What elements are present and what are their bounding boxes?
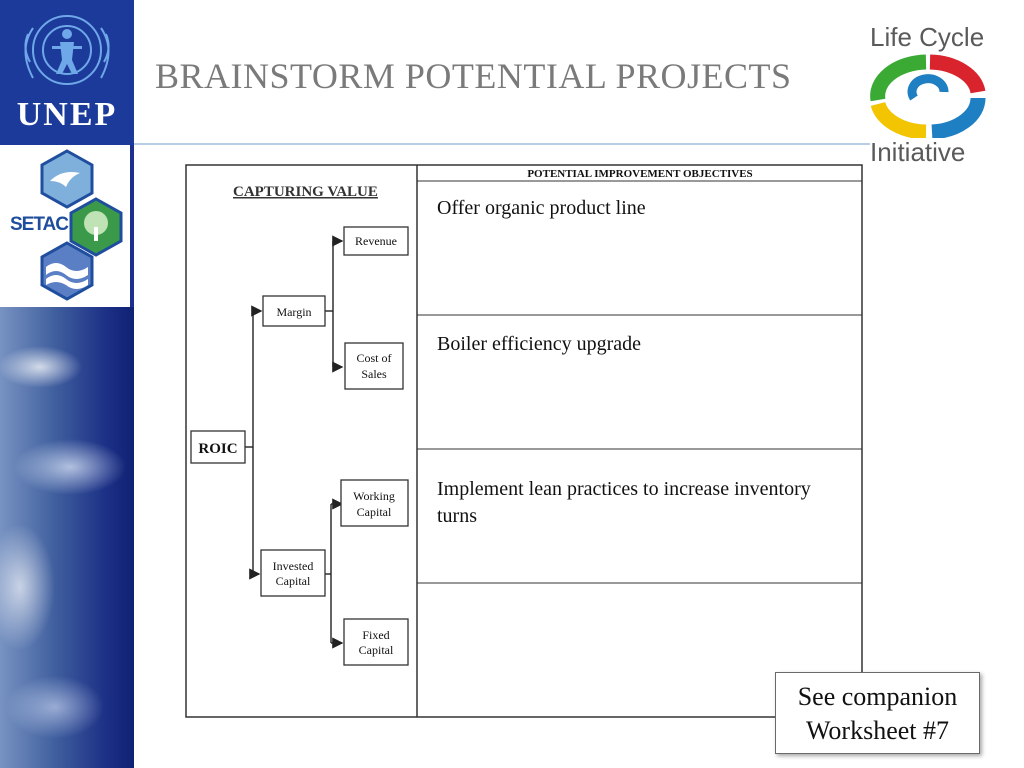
cost-of-sales-node (344, 342, 404, 390)
margin-node (262, 295, 326, 327)
worksheet-callout: See companion Worksheet #7 (775, 672, 980, 754)
invested-capital-label-1: Invested (273, 559, 314, 573)
cost-of-sales-label-2: Sales (361, 367, 387, 381)
earth-image (0, 307, 134, 768)
fixed-capital-label-2: Capital (359, 643, 394, 657)
margin-label: Margin (276, 305, 311, 319)
page-title: BRAINSTORM POTENTIAL PROJECTS (155, 56, 792, 96)
roic-label: ROIC (198, 441, 237, 457)
table-header: POTENTIAL IMPROVEMENT OBJECTIVES (527, 168, 752, 180)
objective-3: Implement lean practices to increase inv… (437, 478, 811, 527)
lci-wordmark-top: Life Cycle (870, 22, 985, 52)
working-capital-label-1: Working (353, 489, 395, 503)
working-capital-node (340, 479, 409, 527)
diagram-frame (185, 164, 863, 718)
roic-diagram: POTENTIAL IMPROVEMENT OBJECTIVES CAPTURI… (185, 164, 863, 718)
revenue-label: Revenue (355, 234, 397, 248)
objective-2: Boiler efficiency upgrade (437, 333, 641, 355)
lci-wordmark-bottom: Initiative (870, 137, 966, 167)
callout-line-1: See companion (797, 682, 958, 711)
objective-1: Offer organic product line (437, 197, 646, 219)
setac-wordmark: SETAC (10, 214, 69, 235)
invested-capital-node (260, 549, 326, 597)
unep-wordmark: UNEP (16, 96, 118, 133)
un-emblem-icon (24, 15, 110, 85)
roic-node (190, 430, 246, 464)
callout-line-2: Worksheet #7 (805, 716, 950, 745)
unep-logo: UNEP (0, 0, 134, 145)
invested-capital-label-2: Capital (276, 574, 311, 588)
setac-logo (0, 145, 130, 307)
working-capital-label-2: Capital (357, 505, 392, 519)
setac-hexagons-icon (40, 149, 123, 301)
fixed-capital-label-1: Fixed (362, 628, 389, 642)
revenue-node (343, 226, 409, 256)
fixed-capital-node (343, 618, 409, 666)
title-divider (134, 143, 870, 145)
life-cycle-initiative-icon (870, 54, 986, 138)
capturing-value-heading: CAPTURING VALUE (233, 184, 378, 200)
cost-of-sales-label-1: Cost of (356, 351, 391, 365)
